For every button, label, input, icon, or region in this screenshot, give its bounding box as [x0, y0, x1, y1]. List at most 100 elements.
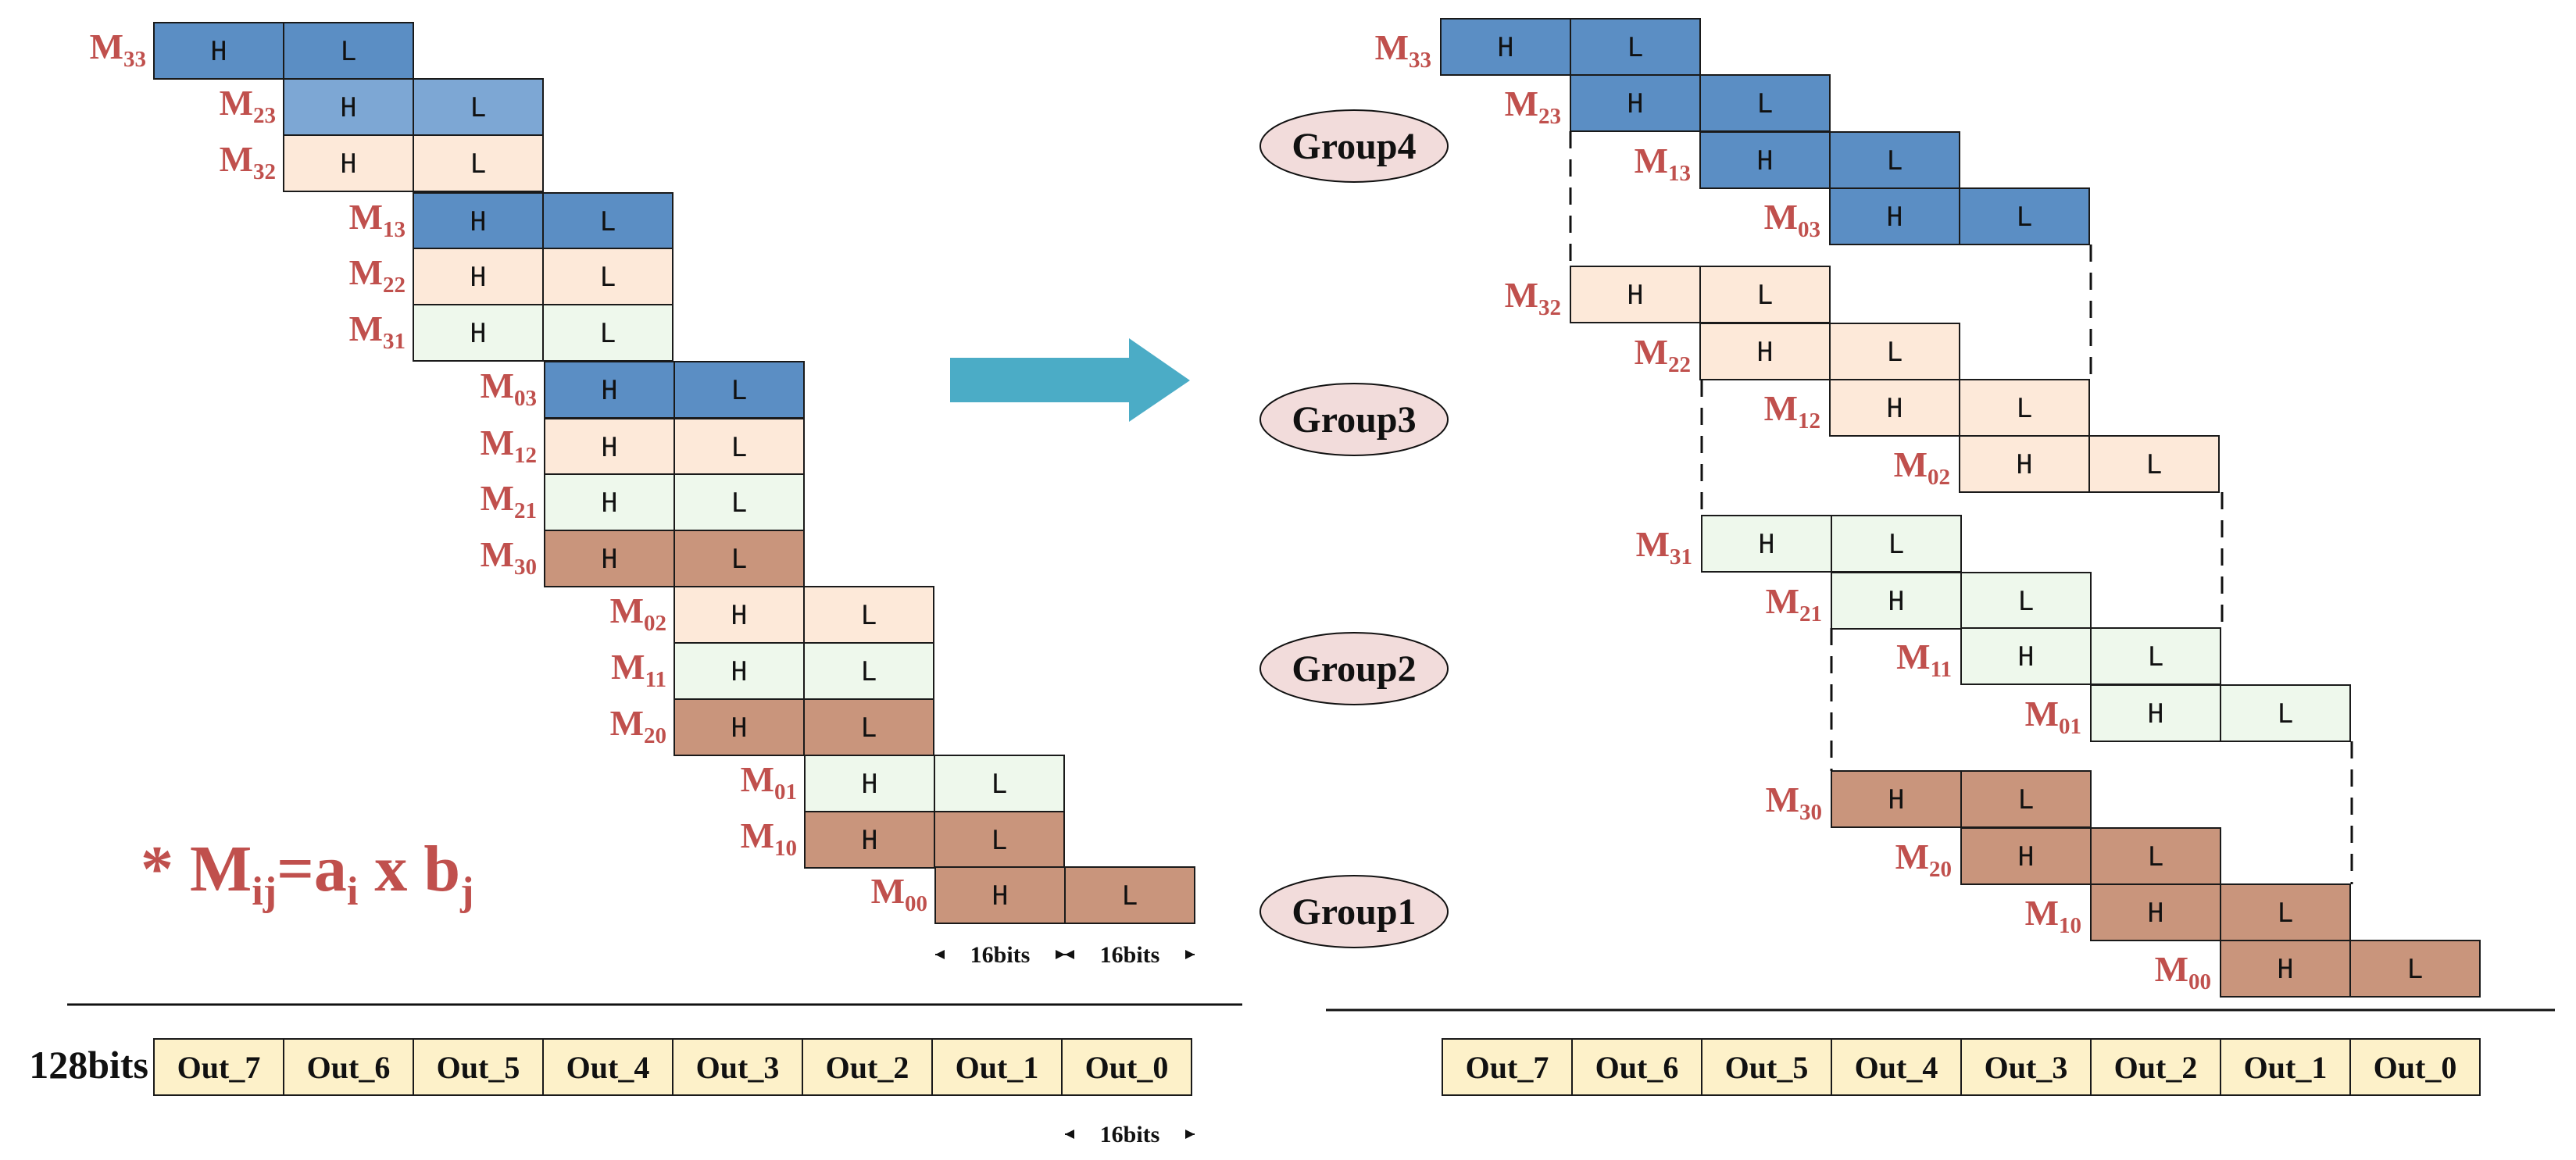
right-m21-high-cell: H [1831, 572, 1962, 630]
left-out-out_4-label: Out_4 [566, 1050, 650, 1085]
right-m13-low-cell-text: L [1887, 145, 1903, 177]
left-out-out_6-box [283, 1038, 414, 1096]
right-label-m01: M01 [2025, 694, 2081, 739]
right-m02-high-cell: H [1959, 435, 2090, 493]
left-m30-high-cell-box [544, 530, 675, 587]
left-m30-low-cell-box [673, 530, 805, 587]
left-out-out_1-box [931, 1038, 1063, 1096]
group-label-3: Group1 [1259, 875, 1449, 948]
right-m11-high-cell: H [1960, 627, 2092, 685]
left-m33-high-cell-box [153, 22, 284, 80]
left-out-out_4-box [542, 1038, 673, 1096]
right-label-m13: M13 [1635, 141, 1691, 186]
left-out-out_0-box [1061, 1038, 1192, 1096]
left-m10-high-cell-text: H [862, 825, 877, 856]
left-m32-high-cell-text: H [341, 148, 356, 180]
right-m02-high-cell-box [1959, 435, 2090, 493]
right-label-m20: M20 [1895, 837, 1952, 882]
right-m10-high-cell: H [2090, 883, 2221, 941]
left-label-m03: M03 [481, 366, 537, 411]
group-ellipse [1259, 875, 1449, 948]
left-m10-high-cell-box [804, 811, 935, 869]
left-m31-high-cell-text: H [470, 318, 486, 349]
left-out-out_5-label: Out_5 [437, 1050, 520, 1085]
left-out-out_6-label: Out_6 [307, 1050, 391, 1085]
right-m12-low-cell-box [1959, 379, 2090, 437]
left-m31-high-cell: H [413, 304, 544, 362]
right-m20-high-cell-box [1960, 827, 2092, 885]
left-label-m02: M02 [610, 591, 666, 636]
left-label-m13: M13 [349, 197, 406, 242]
left-m32-low-cell-text: L [470, 148, 486, 180]
right-label-m12: M12 [1764, 388, 1820, 434]
right-m13-high-cell-box [1699, 131, 1831, 189]
left-m02-high-cell-text: H [731, 600, 747, 631]
right-m32-high-cell: H [1570, 266, 1701, 323]
left-m10-low-cell-box [934, 811, 1065, 869]
left-m33-low-cell: L [283, 22, 414, 80]
left-m02-low-cell-box [803, 586, 934, 644]
left-m31-low-cell-box [542, 304, 673, 362]
right-label-m23: M23 [1505, 84, 1561, 129]
right-m31-low-cell: L [1831, 515, 1962, 573]
left-m03-high-cell-text: H [602, 375, 617, 406]
right-m30-low-cell-box [1960, 770, 2092, 828]
right-m22-high-cell: H [1699, 323, 1831, 380]
right-m13-low-cell: L [1829, 131, 1960, 189]
right-label-m03: M03 [1764, 197, 1820, 242]
left-label-m22: M22 [349, 252, 406, 298]
right-m32-low-cell: L [1699, 266, 1831, 323]
left-label-m23: M23 [220, 83, 276, 128]
left-m10-low-cell: L [934, 811, 1065, 869]
left-m00-high-cell-text: H [992, 880, 1008, 912]
right-out-out_5-box [1701, 1038, 1832, 1096]
right-m20-low-cell: L [2090, 827, 2221, 885]
right-out-out_0-box [2349, 1038, 2481, 1096]
right-m02-high-cell-text: H [2017, 449, 2032, 480]
left-m20-high-cell-box [673, 698, 805, 756]
left-m33-high-cell: H [153, 22, 284, 80]
right-m33-low-cell: L [1570, 18, 1701, 76]
right-out-out_1-box [2220, 1038, 2351, 1096]
output-bus-panel: Out_7 Out_6 Out_5 Out_4 Out_3 Out_2 Out_1 Out_0… [29, 1003, 2555, 1148]
left-out-out_2-label: Out_2 [826, 1050, 909, 1085]
right-m20-high-cell-text: H [2018, 841, 2034, 873]
left-m21-low-cell-box [673, 473, 805, 531]
right-m10-low-cell-text: L [2278, 898, 2293, 929]
left-m20-high-cell: H [673, 698, 805, 756]
right-out-out_3-label: Out_3 [1985, 1050, 2068, 1085]
right-m32-high-cell-box [1570, 266, 1701, 323]
left-m20-low-cell: L [803, 698, 934, 756]
right-m01-high-cell-text: H [2148, 698, 2163, 730]
right-m23-high-cell-box [1570, 74, 1701, 132]
right-m11-low-cell-text: L [2148, 641, 2163, 673]
right-m11-high-cell-text: H [2018, 641, 2034, 673]
right-label-m02: M02 [1894, 444, 1950, 490]
right-out-out_4-label: Out_4 [1855, 1050, 1938, 1085]
left-m11-high-cell-box [673, 642, 805, 700]
left-m20-low-cell-box [803, 698, 934, 756]
left-m30-low-cell: L [673, 530, 805, 587]
right-m31-high-cell-box [1701, 515, 1832, 573]
right-m01-low-cell-box [2220, 684, 2351, 742]
right-out-out_6-label: Out_6 [1595, 1050, 1679, 1085]
right-m00-low-cell-box [2349, 940, 2481, 998]
right-m23-high-cell: H [1570, 74, 1701, 132]
left-m30-high-cell-text: H [602, 544, 617, 575]
left-label-m11: M11 [611, 647, 666, 692]
right-out-out_0-label: Out_0 [2374, 1050, 2457, 1085]
left-m01-high-cell-text: H [862, 769, 877, 800]
left-m03-low-cell-box [673, 361, 805, 419]
left-out-out_3 [672, 1038, 803, 1096]
left-label-m33: M33 [90, 27, 146, 72]
left-m23-high-cell-text: H [341, 92, 356, 123]
left-m32-high-cell-box [283, 134, 414, 192]
left-m33-low-cell-box [283, 22, 414, 80]
right-label-m31: M31 [1636, 524, 1692, 569]
right-label-m22: M22 [1635, 332, 1691, 377]
left-out-out_1-label: Out_1 [956, 1050, 1039, 1085]
group-name-text: Group2 [1292, 648, 1416, 690]
left-m01-high-cell: H [804, 755, 935, 812]
left-m23-high-cell-box [283, 78, 414, 136]
right-out-out_7-label: Out_7 [1466, 1050, 1549, 1085]
